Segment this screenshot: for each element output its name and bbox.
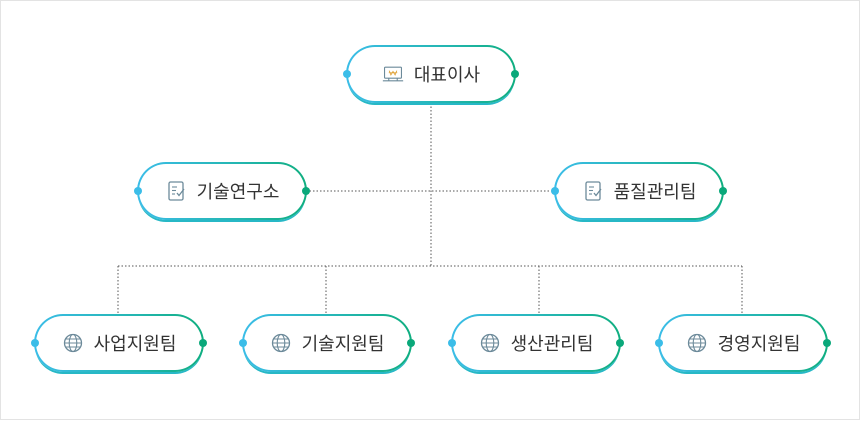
globe-icon <box>270 332 292 354</box>
node-label: 품질관리팀 <box>613 182 697 203</box>
globe-icon <box>479 332 501 354</box>
connector-dot-right <box>511 70 519 78</box>
connector-dot-left <box>655 339 663 347</box>
node-label: 기술연구소 <box>196 182 280 203</box>
monitor-won-icon <box>382 63 404 85</box>
node-label: 경영지원팀 <box>717 334 801 355</box>
connector-dot-right <box>302 187 310 195</box>
node-quality-team: 품질관리팀 <box>551 162 727 220</box>
node-label: 사업지원팀 <box>93 334 177 355</box>
checklist-icon <box>582 180 604 202</box>
connector-dot-left <box>343 70 351 78</box>
globe-icon <box>686 332 708 354</box>
node-business-support: 사업지원팀 <box>31 314 207 372</box>
connector-dot-left <box>31 339 39 347</box>
node-ceo: 대표이사 <box>343 45 519 103</box>
node-production-management: 생산관리팀 <box>448 314 624 372</box>
connector-dot-left <box>448 339 456 347</box>
node-tech-support: 기술지원팀 <box>239 314 415 372</box>
connector-dot-right <box>616 339 624 347</box>
checklist-icon <box>165 180 187 202</box>
node-research-lab: 기술연구소 <box>134 162 310 220</box>
connector-dot-left <box>239 339 247 347</box>
node-label: 생산관리팀 <box>510 334 594 355</box>
connector-dot-right <box>823 339 831 347</box>
node-label: 기술지원팀 <box>301 334 385 355</box>
globe-icon <box>62 332 84 354</box>
connector-dot-left <box>134 187 142 195</box>
connector-dot-right <box>719 187 727 195</box>
node-label: 대표이사 <box>413 65 481 86</box>
connector-dot-right <box>199 339 207 347</box>
connector-dot-right <box>407 339 415 347</box>
connector-dot-left <box>551 187 559 195</box>
node-management-support: 경영지원팀 <box>655 314 831 372</box>
